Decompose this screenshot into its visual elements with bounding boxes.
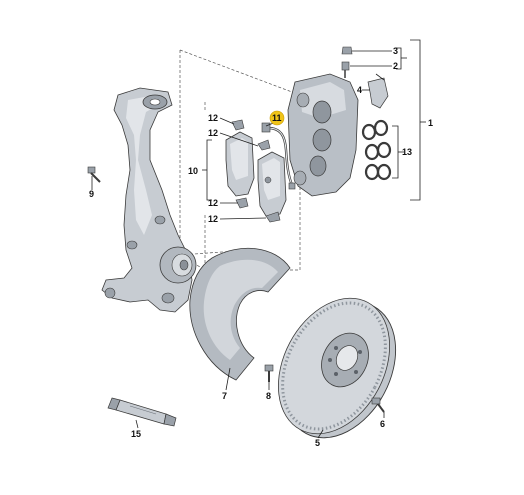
splash-shield-7 — [189, 247, 291, 381]
brake-caliper — [287, 73, 359, 197]
callout-11-badge: 11 — [269, 110, 285, 126]
callout-7: 7 — [222, 391, 227, 401]
callout-9: 9 — [89, 189, 94, 199]
brake-disc-5 — [277, 297, 397, 439]
callout-6: 6 — [380, 419, 385, 429]
grease-tube-15 — [107, 397, 177, 427]
steering-knuckle — [101, 87, 197, 313]
callout-8: 8 — [266, 391, 271, 401]
bolt-8 — [264, 364, 274, 382]
seal-rings-13 — [361, 119, 392, 181]
callout-2: 2 — [393, 61, 398, 71]
bolt-6 — [371, 397, 385, 413]
callout-4: 4 — [357, 85, 362, 95]
callout-10: 10 — [188, 166, 198, 176]
callout-1: 1 — [428, 118, 433, 128]
pad-clips-12 — [231, 119, 281, 223]
callout-11: 11 — [272, 113, 282, 123]
callout-12-upper: 12 — [208, 128, 218, 138]
brake-pads-10 — [225, 131, 287, 217]
callout-13: 13 — [402, 147, 412, 157]
wear-sensor-wire-11 — [261, 122, 296, 190]
callout-12-top: 12 — [208, 113, 218, 123]
callout-12-bottom: 12 — [208, 214, 218, 224]
bolt-9 — [87, 166, 101, 190]
callout-15: 15 — [131, 429, 141, 439]
callout-labels: 3 2 4 1 13 11 12 12 10 12 12 9 7 8 6 5 1… — [89, 46, 433, 448]
callout-12-lower: 12 — [208, 198, 218, 208]
spring-clip-4 — [367, 73, 389, 109]
callout-3: 3 — [393, 46, 398, 56]
callout-5: 5 — [315, 438, 320, 448]
bleeder-valve-parts — [341, 46, 353, 78]
